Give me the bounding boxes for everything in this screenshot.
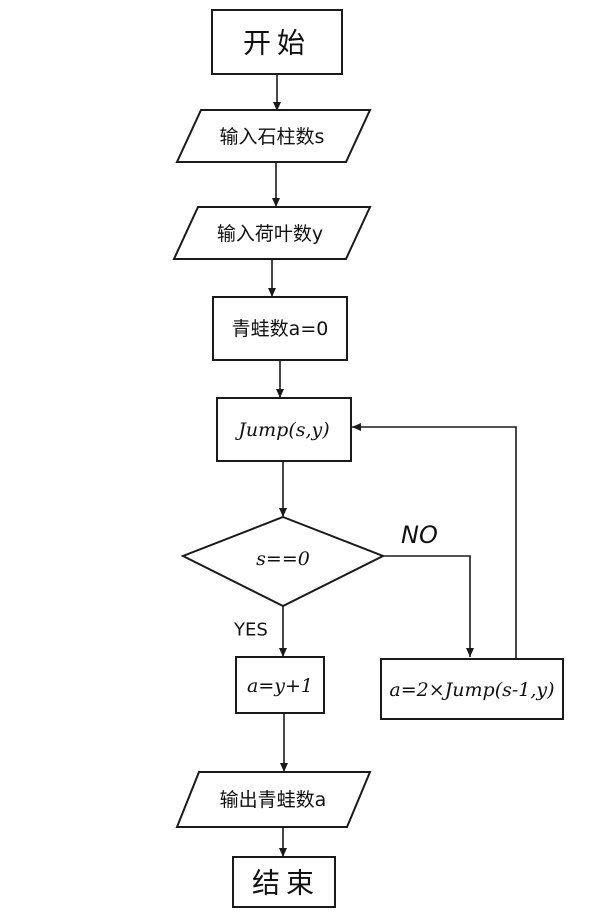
condition-node: s==0 <box>180 515 386 608</box>
recursive-case-node: a=2×Jump(s-1,y) <box>380 658 564 720</box>
start-label: 开始 <box>243 27 311 60</box>
jump-call-label: Jump(s,y) <box>234 419 329 441</box>
arrow-recursive-loop-back <box>352 423 517 659</box>
connectors <box>268 74 517 857</box>
input-stones-label: 输入石柱数s <box>220 126 325 148</box>
output-label: 输出青蛙数a <box>220 789 327 811</box>
no-branch-label: NO <box>401 521 438 549</box>
input-stones-node: 输入石柱数s <box>175 109 372 163</box>
yes-branch-label: YES <box>233 620 268 641</box>
end-node: 结束 <box>232 856 336 908</box>
base-case-node: a=y+1 <box>235 656 325 714</box>
input-leaves-node: 输入荷叶数y <box>172 206 372 260</box>
input-leaves-label: 输入荷叶数y <box>217 223 323 245</box>
init-frogs-label: 青蛙数a=0 <box>232 318 329 340</box>
start-node: 开始 <box>211 9 343 75</box>
recursive-case-label: a=2×Jump(s-1,y) <box>389 679 554 701</box>
arrow-condition-no-to-recursive-case <box>383 555 474 657</box>
condition-label: s==0 <box>256 548 310 570</box>
init-frogs-node: 青蛙数a=0 <box>212 296 348 361</box>
jump-call-node: Jump(s,y) <box>216 397 352 462</box>
output-node: 输出青蛙数a <box>175 771 372 828</box>
end-label: 结束 <box>252 867 320 900</box>
base-case-label: a=y+1 <box>247 675 313 697</box>
